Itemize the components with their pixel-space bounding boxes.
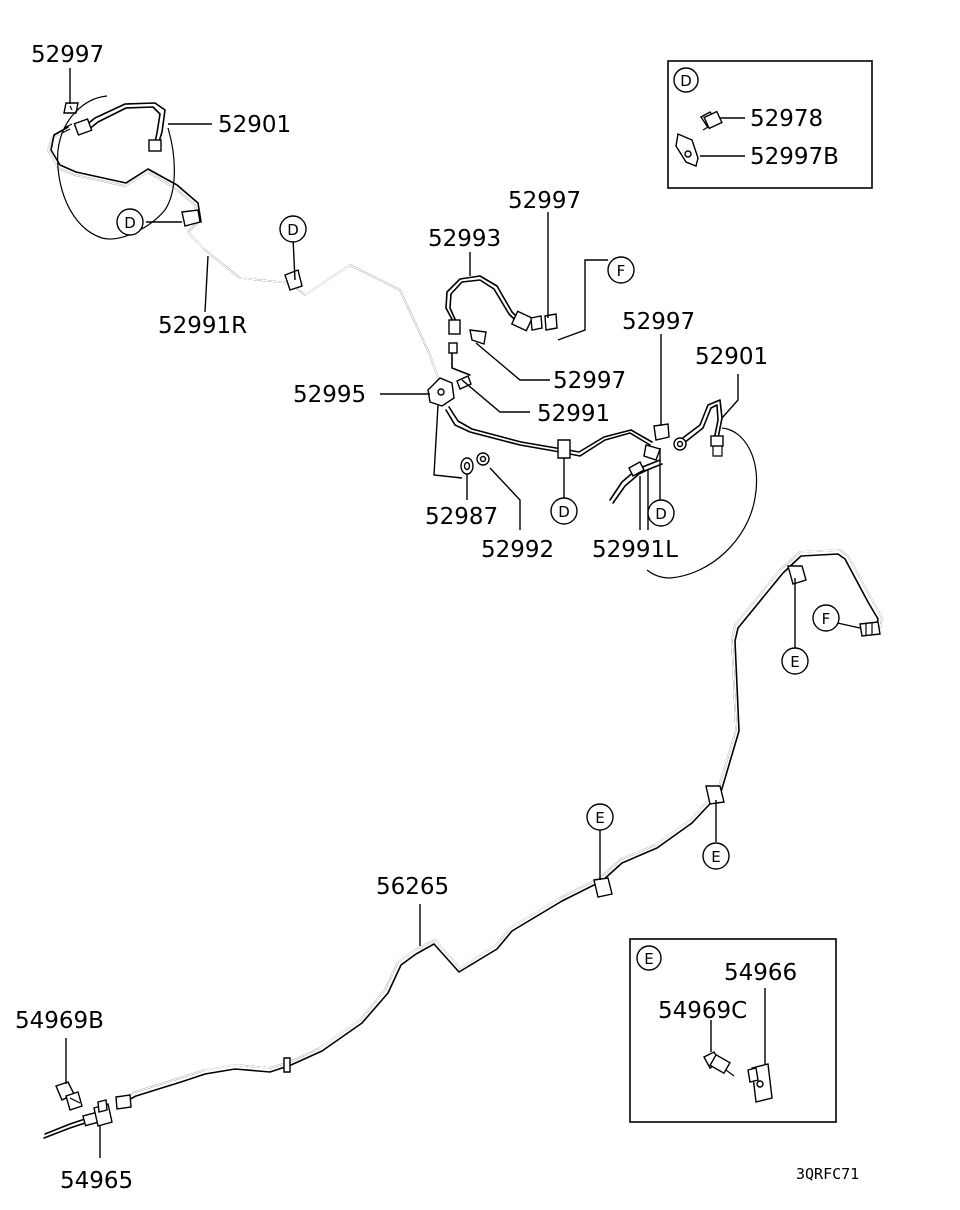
wheel-outline-left xyxy=(57,95,175,240)
svg-text:E: E xyxy=(790,653,799,671)
clip-e-lower xyxy=(593,877,613,898)
svg-text:D: D xyxy=(287,221,299,239)
callout-f-2: F xyxy=(812,604,840,632)
brake-hose-52901-right xyxy=(673,399,724,457)
label-52991L: 52991L xyxy=(592,537,678,563)
label-56265: 56265 xyxy=(376,874,449,900)
clip-52997-top xyxy=(63,102,79,114)
label-52997-mid: 52997 xyxy=(553,368,626,394)
bolt-54969C xyxy=(703,1051,735,1077)
svg-text:D: D xyxy=(680,72,692,90)
callout-d-3: D xyxy=(550,497,578,525)
label-52991: 52991 xyxy=(537,401,610,427)
brake-line-52991L xyxy=(445,406,663,504)
diagram-code: 3QRFC71 xyxy=(796,1165,859,1183)
wheel-outline-right xyxy=(646,427,758,579)
bolt-54969B xyxy=(55,1081,83,1111)
clip-52997-right xyxy=(653,423,670,441)
label-52993: 52993 xyxy=(428,226,501,252)
junction-52995 xyxy=(427,377,455,407)
connector-54965 xyxy=(43,1099,113,1139)
label-52987: 52987 xyxy=(425,504,498,530)
label-52992: 52992 xyxy=(481,537,554,563)
label-52997B: 52997B xyxy=(750,144,839,170)
callout-e-1: E xyxy=(781,647,809,675)
label-52997-upper: 52997 xyxy=(508,188,581,214)
brake-line-56265 xyxy=(115,549,883,1110)
callout-d-4: D xyxy=(647,499,675,527)
label-52997-top: 52997 xyxy=(31,42,104,68)
callout-e-2: E xyxy=(702,842,730,870)
svg-text:D: D xyxy=(655,505,667,523)
label-54965: 54965 xyxy=(60,1168,133,1194)
clip-e-middle xyxy=(705,785,725,805)
svg-text:E: E xyxy=(644,950,653,968)
svg-text:F: F xyxy=(617,262,626,280)
label-54969C: 54969C xyxy=(658,998,747,1024)
label-52997-right: 52997 xyxy=(622,309,695,335)
label-54966: 54966 xyxy=(724,960,797,986)
part-labels: 52997 52901 52991R 52993 52997 52997 529… xyxy=(15,42,768,1194)
brake-hose-52993 xyxy=(445,275,543,335)
callout-e-3: E xyxy=(586,803,614,831)
bracket-52997B xyxy=(675,133,699,167)
svg-text:D: D xyxy=(124,214,136,232)
bolt-52992 xyxy=(476,452,490,466)
svg-text:F: F xyxy=(822,610,831,628)
detail-box-e: E 54966 54969C xyxy=(629,938,837,1123)
svg-text:E: E xyxy=(711,848,720,866)
brake-hose-52901-top xyxy=(61,102,166,152)
brake-line-52991R xyxy=(47,126,439,379)
callout-d-1: D xyxy=(116,208,144,236)
brake-line-52991 xyxy=(448,342,472,390)
label-52995: 52995 xyxy=(293,382,366,408)
label-52991R: 52991R xyxy=(158,313,247,339)
label-52901-top: 52901 xyxy=(218,112,291,138)
label-52901-right: 52901 xyxy=(695,344,768,370)
callout-f-1: F xyxy=(607,256,635,284)
clip-54966 xyxy=(747,1063,773,1103)
svg-text:D: D xyxy=(558,503,570,521)
label-54969B: 54969B xyxy=(15,1008,104,1034)
svg-text:E: E xyxy=(595,809,604,827)
washer-52987 xyxy=(460,457,474,475)
detail-box-d: D 52978 52997B xyxy=(667,60,873,189)
clip-52991R-upper xyxy=(181,209,303,291)
bolt-52978 xyxy=(699,110,723,131)
label-52978: 52978 xyxy=(750,106,823,132)
clip-e-upper xyxy=(787,565,807,585)
callout-d-2: D xyxy=(279,215,307,243)
